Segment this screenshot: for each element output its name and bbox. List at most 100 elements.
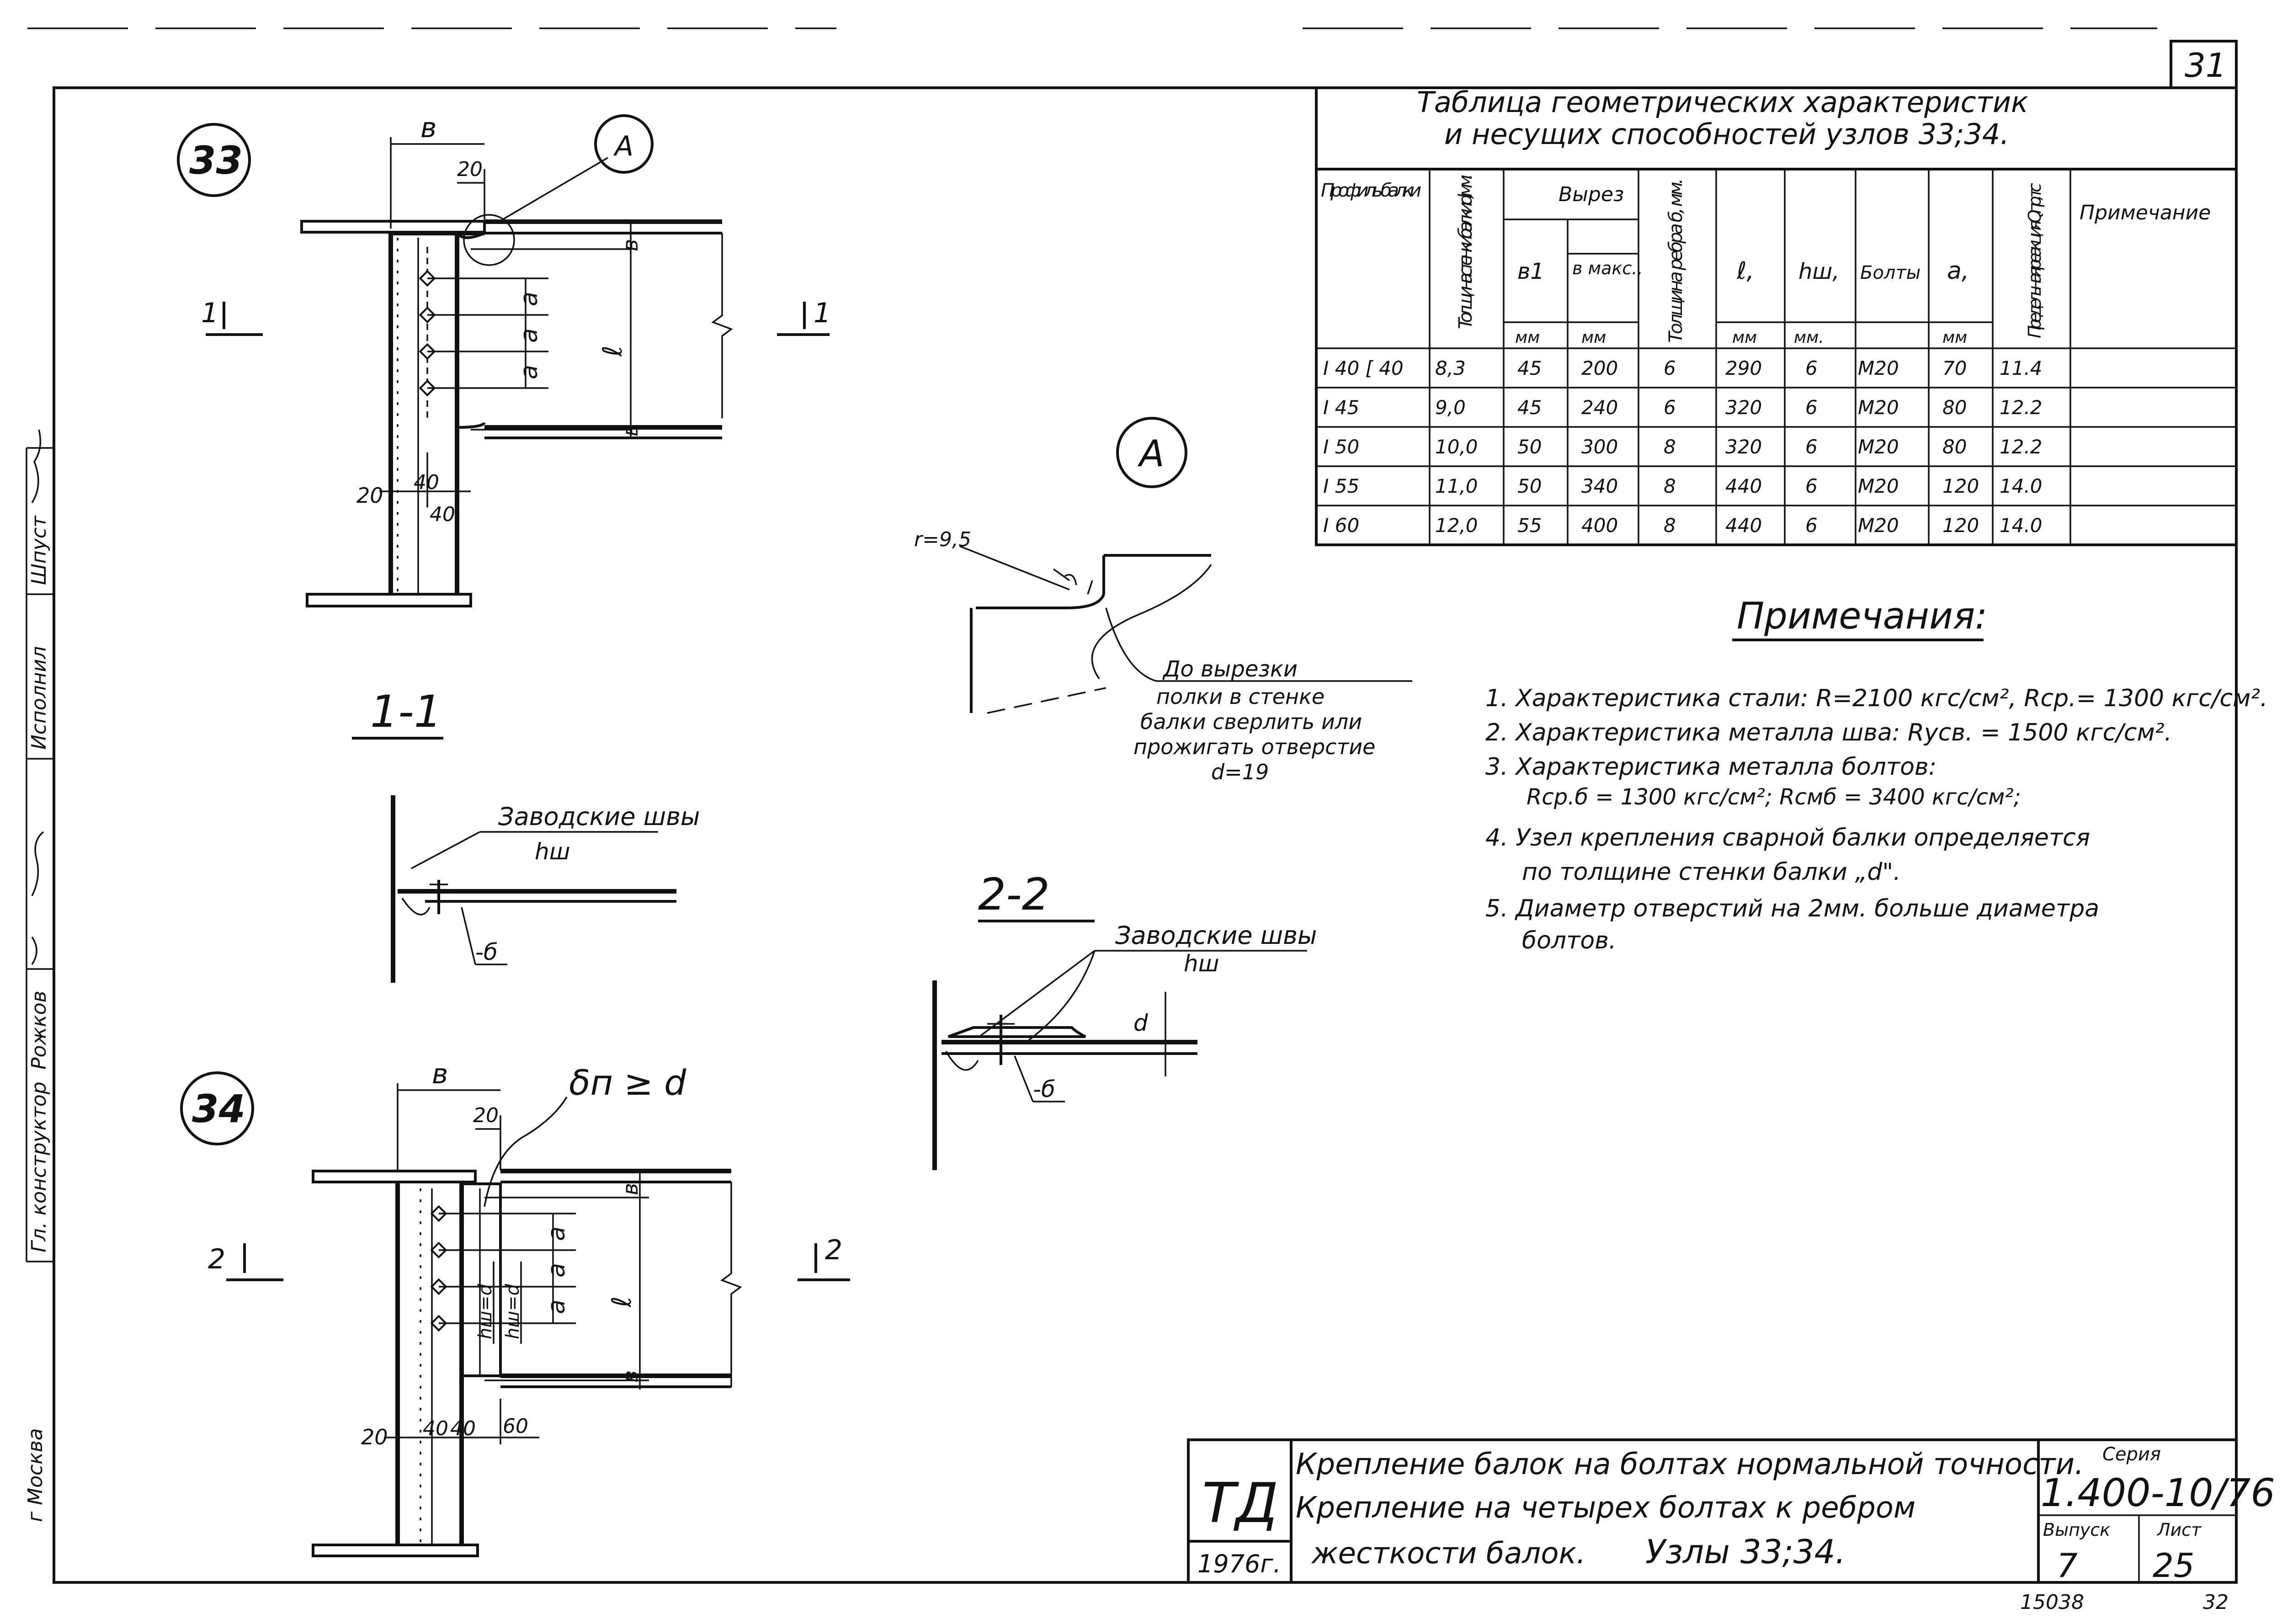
table-rows-0-a: 70 (1942, 357, 1967, 379)
table-headers-l: ℓ, (1736, 257, 1754, 285)
node34-dims-b_bot: в (618, 1370, 643, 1383)
node34-dims-d40: 40 (423, 1417, 448, 1440)
table-headers-reaction: Предельная реакция Qпр, тс (2025, 183, 2045, 338)
table-rows-2-bmax: 300 (1581, 436, 1618, 458)
table-rows-1-rib: 6 (1664, 396, 1676, 419)
table-title-1: Таблица геометрических характеристик (1417, 85, 2028, 119)
section22-b: -б (1033, 1076, 1055, 1102)
table-row: I 55 11,0 50 340 8 440 6 М20 120 14.0 (1323, 475, 2043, 497)
table-rows-0-hw: 6 (1805, 357, 1818, 379)
sheet-number: 31 (2185, 46, 2227, 85)
table-rows-1-bolt: М20 (1858, 396, 1899, 419)
table-rows-1-d: 9,0 (1435, 396, 1466, 419)
node34-dims-a2: а (543, 1263, 570, 1278)
table-rows-4-hw: 6 (1805, 514, 1818, 537)
table-rows-3-a: 120 (1942, 475, 1979, 497)
table-row: I 45 9,0 45 240 6 320 6 М20 80 12.2 (1323, 396, 2043, 419)
title-line-2: Крепление на четырех болтах к ребром (1296, 1491, 1915, 1525)
table-rows-0-d: 8,3 (1435, 357, 1466, 379)
notes-n3b: Rср.б = 1300 кгс/см²; Rсмб = 3400 кгс/см… (1527, 784, 2021, 810)
node34-dims-a1: а (543, 1226, 570, 1241)
table-rows-2-profile: I 50 (1323, 436, 1359, 458)
notes: Примечания: 1. Характеристика стали: R=2… (1485, 595, 2268, 954)
title-block: ТД 1976г. Крепление балок на болтах норм… (1187, 1438, 2275, 1614)
node33-dims-b: в (420, 112, 436, 144)
table-rows-4-profile: I 60 (1323, 514, 1359, 537)
notes-n5a: 5. Диаметр отверстий на 2мм. больше диам… (1485, 895, 2099, 922)
table-rows-0-rib: 6 (1664, 357, 1676, 379)
section-2-2-title: 2-2 (978, 869, 1050, 920)
node33-callout: А (613, 130, 633, 162)
table-rows-0-profile: I 40 [ 40 (1323, 357, 1404, 379)
table-rows-1-l: 320 (1725, 396, 1762, 419)
table-rows-0-bmax: 200 (1581, 357, 1618, 379)
node34-dims-d40b: 40 (450, 1417, 476, 1440)
title-td: ТД (1202, 1472, 1278, 1535)
sheet-number-box: 31 (2170, 40, 2238, 88)
notes-n1: 1. Характеристика стали: R=2100 кгс/см²,… (1485, 685, 2268, 712)
table-rows-2-b1: 50 (1517, 436, 1542, 458)
node34-dims-d20_left: 20 (361, 1425, 388, 1449)
node34-dims-a3: а (543, 1299, 570, 1314)
table-headers-unit_mm3: мм (1581, 328, 1606, 347)
table-headers-bmax: в макс., (1572, 258, 1643, 278)
table-rows-0-q: 11.4 (2000, 357, 2043, 379)
node-34-bolts (430, 1205, 447, 1332)
table-rows-0-l: 290 (1725, 357, 1762, 379)
node-34: 34 в 20 δп ≥ d (180, 1058, 850, 1557)
detailA-note_line3: балки сверлить или (1140, 709, 1362, 734)
archive-number: 15038 (2020, 1591, 2084, 1614)
table-rows-1-a: 80 (1942, 396, 1967, 419)
table-headers-unit_mm: мм (1942, 328, 1967, 347)
node33-section_left: 1 (201, 297, 218, 329)
title-year: 1976г. (1197, 1549, 1281, 1578)
table-rows-1-b1: 45 (1517, 396, 1542, 419)
node34-section_right: 2 (825, 1234, 842, 1266)
table-rows-1-profile: I 45 (1323, 396, 1359, 419)
node33-dims-d40: 40 (414, 471, 439, 494)
node-33-bolts (419, 270, 436, 397)
node33-dims-d20_left: 20 (356, 483, 383, 508)
table-row: I 40 [ 40 8,3 45 200 6 290 6 М20 70 11.4 (1323, 357, 2043, 379)
node34-dims-b: в (432, 1058, 448, 1090)
table-headers-unit_mm: мм (1732, 328, 1757, 347)
node33-dims-b_bot: в (618, 424, 643, 437)
table-rows-2-bolt: М20 (1858, 436, 1899, 458)
table-rows-1-bmax: 240 (1581, 396, 1618, 419)
table-rows-2-q: 12.2 (2000, 436, 2043, 458)
table-rows-2-hw: 6 (1805, 436, 1818, 458)
node34-dims-hw2: hш=d (502, 1284, 523, 1339)
stamp-name-1: Рожков (27, 990, 51, 1070)
table-rows-4-b1: 55 (1517, 514, 1542, 537)
title_block-sheet_label: Лист (2156, 1520, 2202, 1540)
table-rows-0-bolt: М20 (1858, 357, 1899, 379)
table-headers-rib: Толщина ребра б, мм. (1665, 178, 1686, 343)
table-rows-2-l: 320 (1725, 436, 1762, 458)
notes-n5b: болтов. (1522, 927, 1616, 954)
table-headers-a: а, (1947, 257, 1969, 285)
table-rows-4-q: 14.0 (2000, 514, 2043, 537)
table-rows-2-a: 80 (1942, 436, 1967, 458)
node34-dims-hw1: hш=d (475, 1284, 496, 1339)
notes-n4b: по толщине стенки балки „d". (1522, 858, 1901, 886)
detailA-note_line4: прожигать отверстие (1133, 735, 1375, 759)
node33-dims-l: ℓ (597, 346, 628, 357)
detailA-note_line2: полки в стенке (1156, 684, 1325, 709)
detailA-note_line1: До вырезки (1162, 656, 1298, 682)
section-1-1-title: 1-1 (370, 686, 442, 737)
node34-dims-delta: δп ≥ d (569, 1062, 686, 1103)
notes-title: Примечания: (1737, 595, 1987, 637)
node33-dims-b_top: в (618, 239, 643, 251)
table-headers-note: Примечание (2080, 201, 2211, 224)
table-headers-hw: hш, (1798, 259, 1840, 284)
table-row: I 60 12,0 55 400 8 440 6 М20 120 14.0 (1323, 514, 2043, 537)
table-rows-4-l: 440 (1725, 514, 1762, 537)
section22-hw: hш (1184, 950, 1219, 977)
table-grid (1316, 169, 2236, 545)
issue-number: 7 (2057, 1546, 2078, 1585)
node33-dims-d40b: 40 (430, 503, 455, 526)
table-headers-bolts: Болты (1860, 262, 1920, 283)
stamp-signatures (31, 429, 44, 965)
stamp-role-2: Исполнил (27, 646, 51, 750)
detailA-note_line5: d=19 (1211, 760, 1269, 784)
